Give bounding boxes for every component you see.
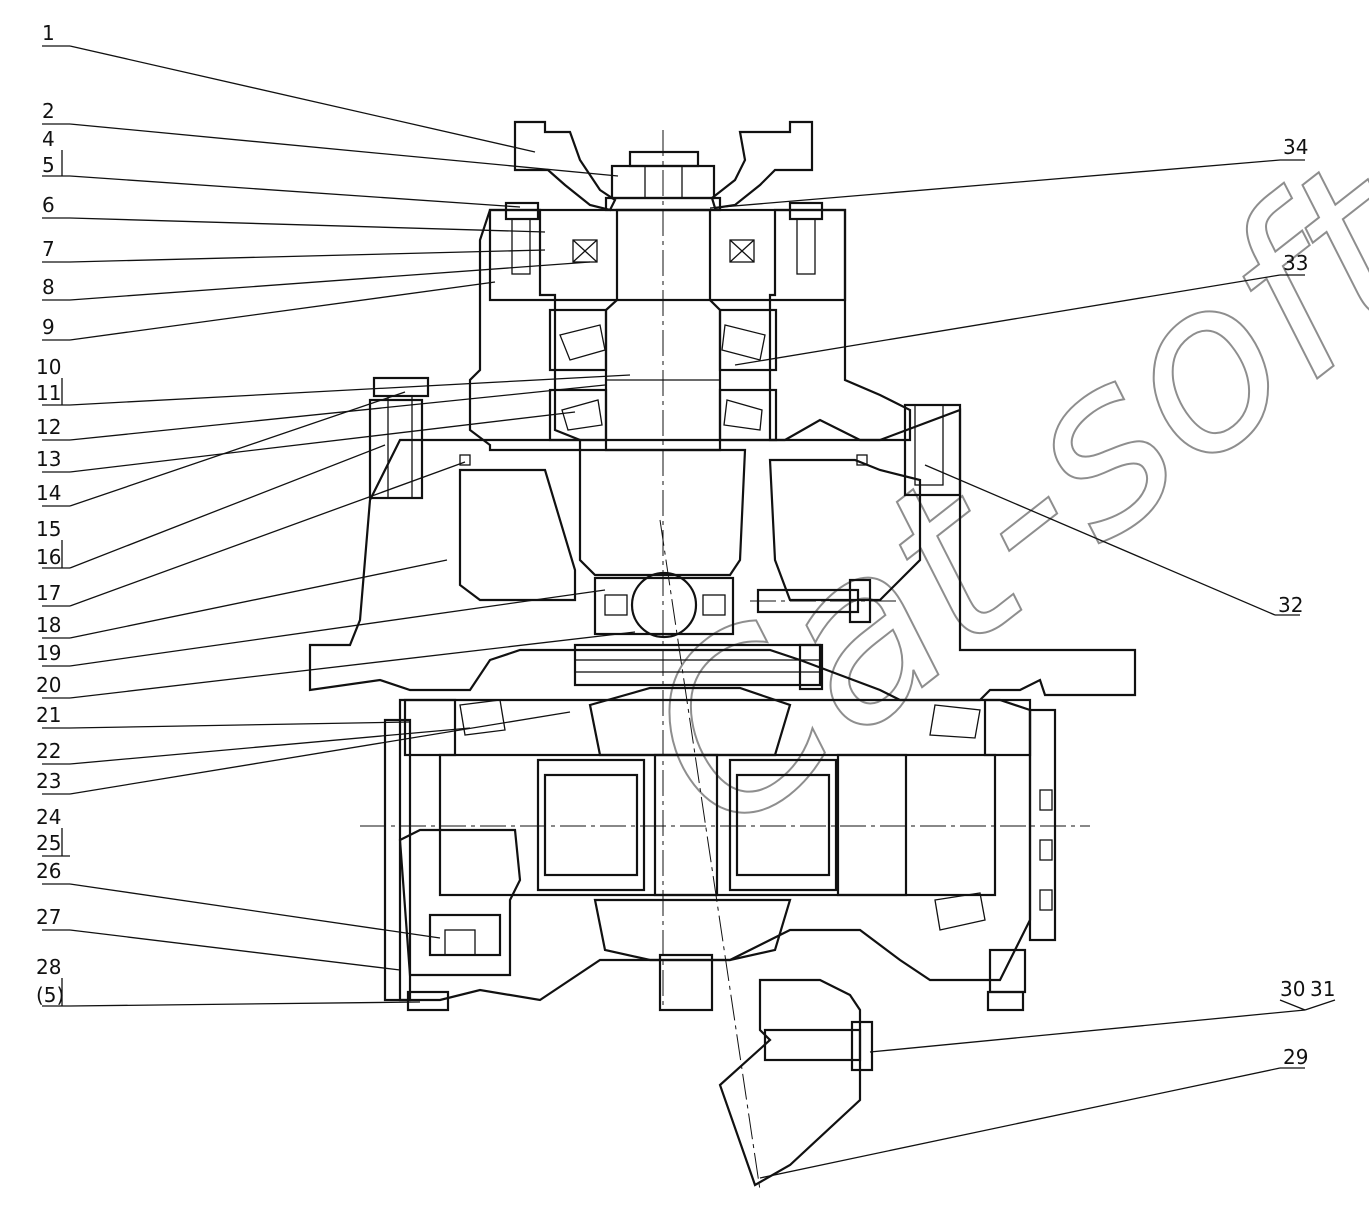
pinion-housing [468,208,912,452]
part-label: 16 [36,545,61,569]
part-label: 10 [36,355,61,379]
part-label: 24 [36,805,61,829]
part-label: 14 [36,481,61,505]
cross-bolt [573,643,824,691]
part-label: 1 [42,21,55,45]
pinion-shaft [604,130,722,1010]
bearing-cap-right [986,708,1057,1012]
part-label: 4 [42,127,55,151]
part-label: 22 [36,739,61,763]
part-label: 7 [42,237,55,261]
part-label: 18 [36,613,61,637]
bearing-cap-left [383,718,522,1012]
part-label: 30 [1280,977,1305,1001]
watermark: Cat-soft [595,111,1369,884]
housing-studs [368,376,962,500]
part-label: (5) [36,983,64,1007]
part-label: 9 [42,315,55,339]
part-labels: 1 2 4 5 6 7 8 9 10 11 12 13 14 15 16 17 … [36,21,1335,1069]
ring-gear [659,519,874,1191]
part-label: 13 [36,447,61,471]
pivot-bearing [593,571,735,639]
part-label: 6 [42,193,55,217]
part-label: 28 [36,955,61,979]
part-label: 33 [1283,251,1308,275]
part-label: 11 [36,381,61,405]
part-label: 2 [42,99,55,123]
part-label: 34 [1283,135,1308,159]
part-label: 12 [36,415,61,439]
part-label: 31 [1310,977,1335,1001]
part-label: 23 [36,769,61,793]
part-label: 32 [1278,593,1303,617]
part-label: 5 [42,153,55,177]
part-label: 27 [36,905,61,929]
part-label: 26 [36,859,61,883]
part-label: 25 [36,831,61,855]
leader-lines [42,45,1336,1179]
part-label: 21 [36,703,61,727]
o-ring-seals [459,454,868,466]
cover-bolts [504,201,824,275]
part-label: 29 [1283,1045,1308,1069]
side-bolt [750,578,900,624]
part-label: 8 [42,275,55,299]
part-label: 20 [36,673,61,697]
part-label: 15 [36,517,61,541]
bevel-gears [588,686,792,1012]
part-label: 19 [36,641,61,665]
part-label: 17 [36,581,61,605]
